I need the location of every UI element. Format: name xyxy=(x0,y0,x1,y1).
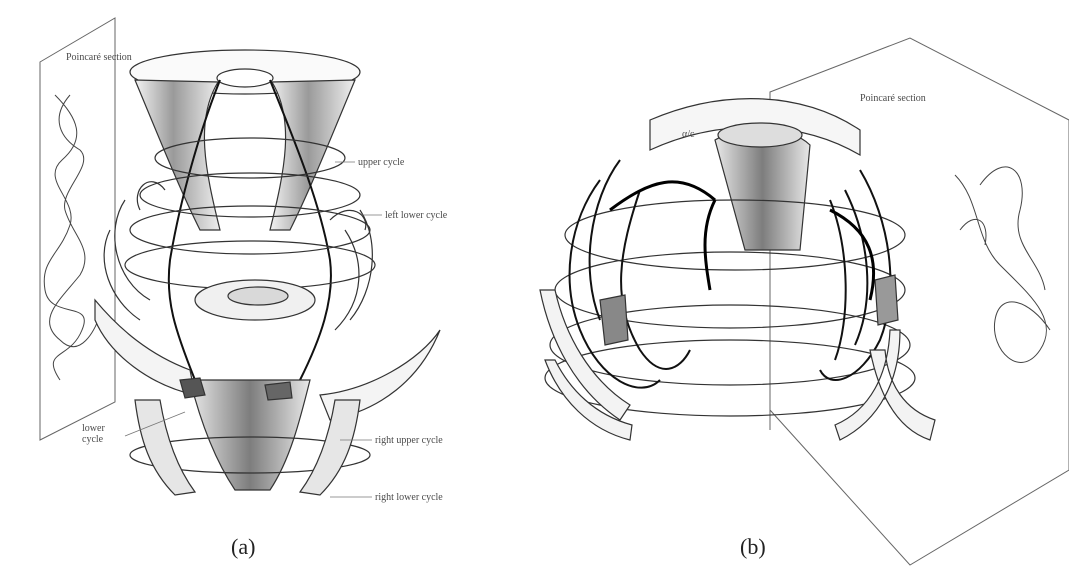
label-left-lower-cycle: left lower cycle xyxy=(385,210,447,221)
dark-patch-right xyxy=(265,382,292,400)
label-lower-cycle: lower cycle xyxy=(82,423,122,445)
label-right-upper-cycle: right upper cycle xyxy=(375,435,443,446)
right-coil-b xyxy=(820,170,890,380)
poincare-trajectory-b xyxy=(955,167,1050,362)
dark-patch-left xyxy=(180,378,205,398)
right-flaps-b xyxy=(835,330,935,440)
dark-patch-b2 xyxy=(875,275,898,325)
label-small-b: α/c xyxy=(682,129,694,140)
middle-hole xyxy=(228,287,288,305)
figure-b xyxy=(540,38,1069,565)
top-hole xyxy=(217,69,273,87)
caption-a: (a) xyxy=(231,534,255,560)
poincare-trajectory-a xyxy=(44,95,100,380)
label-upper-cycle: upper cycle xyxy=(358,157,404,168)
ring-a2 xyxy=(140,173,360,217)
dark-patch-b xyxy=(600,295,628,345)
label-poincare-b: Poincaré section xyxy=(860,93,926,104)
caption-b: (b) xyxy=(740,534,766,560)
poincare-plane-a xyxy=(40,18,115,440)
label-right-lower-cycle: right lower cycle xyxy=(375,492,443,503)
lower-left-strip xyxy=(135,400,195,495)
arch-hole xyxy=(718,123,802,147)
left-coil xyxy=(104,182,165,320)
label-poincare-a: Poincaré section xyxy=(66,52,132,63)
right-coil xyxy=(330,210,372,330)
